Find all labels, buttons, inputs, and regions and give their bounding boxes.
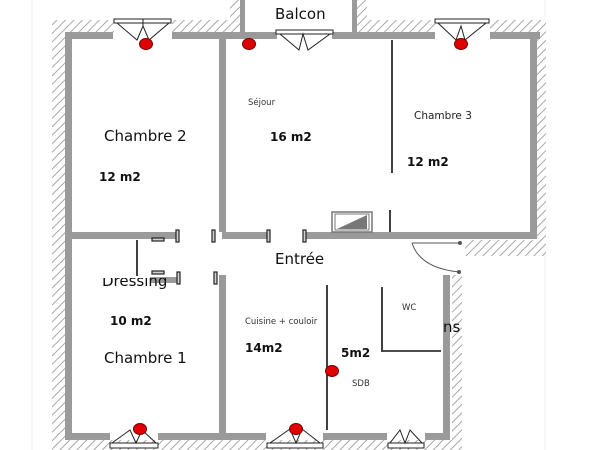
sensor-icons — [133, 38, 468, 435]
window-icon — [109, 428, 425, 449]
room-label-dressing: Dressing — [102, 272, 168, 290]
room-area-sdb: 5m2 — [341, 346, 371, 360]
room-label-cuisine: Cuisine + couloir — [245, 317, 318, 327]
room-area-chambre3: 12 m2 — [407, 155, 449, 169]
room-label-fragment: ns — [443, 318, 461, 336]
room-label-sdb: SDB — [352, 379, 370, 389]
exterior-walls — [52, 0, 546, 450]
room-label-wc: WC — [402, 303, 417, 313]
partitions — [136, 40, 441, 430]
window-icon — [113, 18, 490, 51]
room-area-chambre2: 12 m2 — [99, 170, 141, 184]
room-label-chambre2: Chambre 2 — [104, 127, 187, 145]
room-label-sejour: Séjour — [248, 98, 276, 108]
interior-walls — [65, 32, 540, 440]
radiator-icon — [331, 211, 373, 233]
room-label-chambre3: Chambre 3 — [414, 110, 472, 122]
room-label-balcon: Balcon — [275, 5, 326, 23]
entry-door-icon — [411, 241, 462, 274]
room-label-entree: Entrée — [275, 250, 325, 268]
room-area-chambre1: 10 m2 — [110, 314, 152, 328]
door-jambs — [151, 229, 307, 285]
room-area-cuisine: 14m2 — [245, 341, 283, 355]
room-area-sejour: 16 m2 — [270, 130, 312, 144]
room-label-chambre1: Chambre 1 — [104, 349, 187, 367]
